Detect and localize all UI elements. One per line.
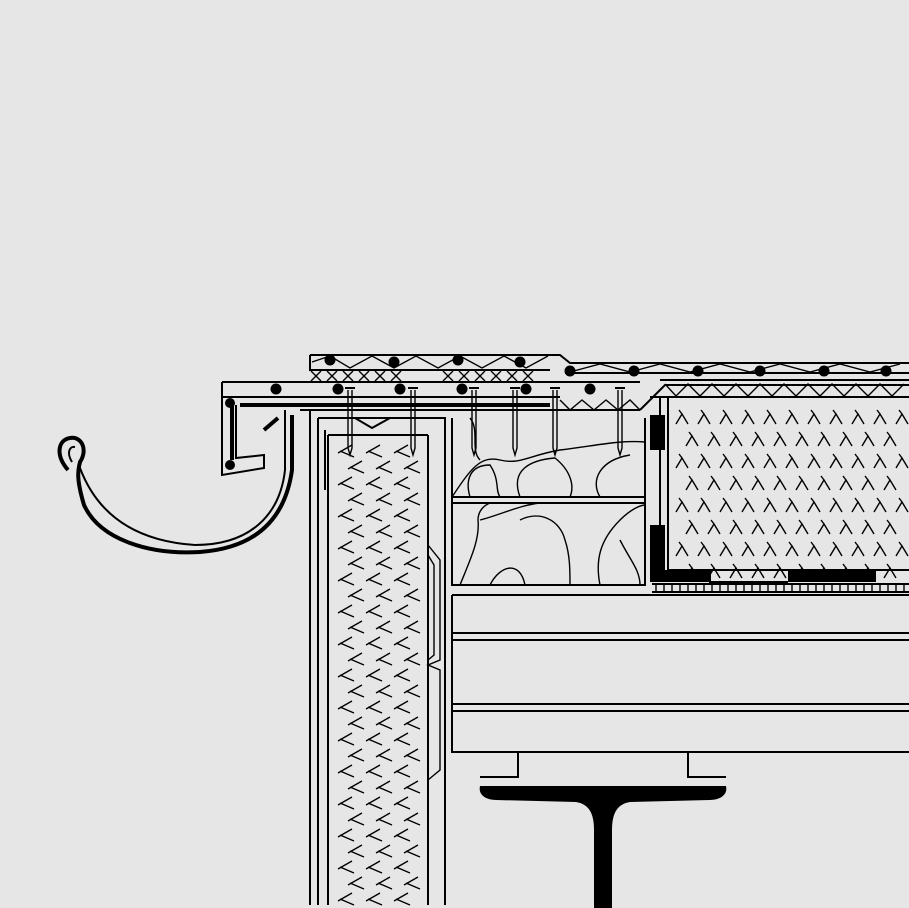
wall-frame <box>309 410 446 905</box>
gutter-bracket <box>221 382 280 477</box>
deck-panel <box>451 594 909 753</box>
rigid-insulation <box>650 397 909 593</box>
steel-beam <box>479 752 727 908</box>
fixing-screws <box>345 387 625 458</box>
timber-blocking <box>451 417 646 586</box>
wood-fibre-insulation <box>337 444 421 906</box>
cross-hatch-layer <box>310 370 534 382</box>
roof-membrane <box>222 354 909 411</box>
eaves-gutter <box>57 410 294 555</box>
